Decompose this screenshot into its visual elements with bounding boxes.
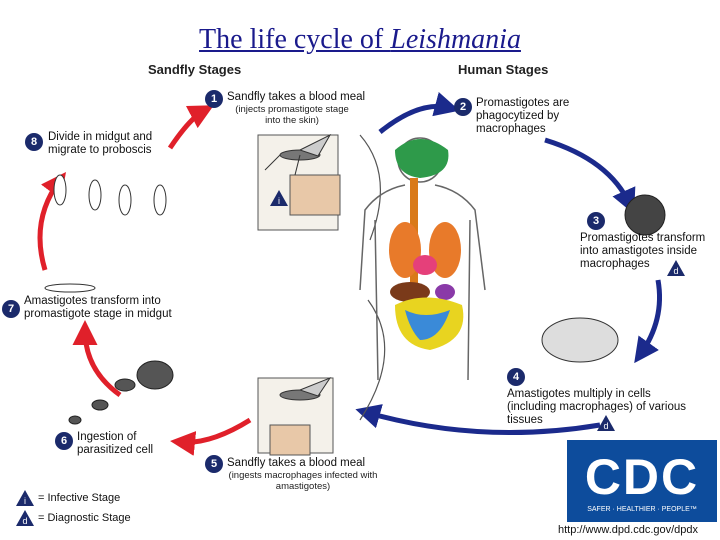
stage-3-number: 3: [587, 212, 605, 230]
stage-7-number: 7: [2, 300, 20, 318]
infective-icon: i: [16, 490, 34, 506]
promastigotes-8: [53, 174, 167, 216]
legend-infective-label: = Infective Stage: [38, 492, 121, 504]
legend-diagnostic: d = Diagnostic Stage: [16, 510, 131, 526]
macrophage-3: [624, 194, 666, 236]
stage-5-sub: (ingests macrophages infected with amast…: [228, 470, 378, 492]
svg-text:d: d: [673, 266, 678, 276]
cdc-tagline: SAFER · HEALTHIER · PEOPLE™: [587, 506, 697, 513]
sandfly-stages-header: Sandfly Stages: [148, 62, 242, 77]
diagnostic-badge-stage3: d: [667, 260, 685, 276]
stage1-inset-zoom: [289, 174, 341, 216]
stage5-inset-zoom: [269, 424, 311, 456]
stage-1-number: 1: [205, 90, 223, 108]
diagnostic-icon: d: [16, 510, 34, 526]
stage-4-text: Amastigotes multiply in cells (including…: [507, 388, 686, 426]
stage-5-text: Sandfly takes a blood meal: [227, 457, 366, 469]
stage-4-number: 4: [507, 368, 525, 386]
stage-8-number: 8: [25, 133, 43, 151]
stage-8-text: Divide in midgut and migrate to probosci…: [48, 131, 153, 156]
infected-tissue-4: [541, 317, 619, 363]
cdc-logo-text: CDC: [584, 449, 700, 505]
cdc-url: http://www.dpd.cdc.gov/dpdx: [558, 524, 699, 536]
arrow-3-to-4: [634, 279, 663, 364]
cdc-logo: CDC SAFER · HEALTHIER · PEOPLE™: [567, 440, 717, 522]
page-title: The life cycle of Leishmania: [199, 24, 521, 55]
stage-1-sub: (injects promastigote stage into the ski…: [235, 104, 349, 126]
parasitized-cells-6: [68, 360, 174, 425]
sandfly-5: [279, 376, 332, 401]
svg-text:i: i: [278, 196, 280, 206]
svg-text:i: i: [24, 496, 26, 506]
arrow-to-skin: [359, 134, 381, 241]
stage-7-text: Amastigotes transform into promastigote …: [24, 295, 172, 320]
svg-text:d: d: [22, 516, 27, 526]
human-organs: [389, 139, 464, 350]
arrow-6-to-7: [72, 320, 122, 398]
stage-3-text: Promastigotes transform into amastigotes…: [580, 232, 706, 270]
svg-text:d: d: [603, 421, 608, 431]
stage-6-text: Ingestion of parasitized cell: [77, 431, 154, 456]
sandfly-1: [264, 133, 332, 176]
stage-6-number: 6: [55, 432, 73, 450]
legend-infective: i = Infective Stage: [16, 490, 120, 506]
arrow-8-to-1: [167, 105, 214, 150]
human-stages-header: Human Stages: [458, 62, 549, 77]
arrow-from-skin: [359, 299, 386, 421]
arrow-5-to-6: [170, 417, 252, 456]
stage-2-number: 2: [454, 98, 472, 116]
arrow-2-to-3: [544, 137, 636, 215]
infective-badge-stage1: i: [270, 190, 288, 206]
stage-5-number: 5: [205, 455, 223, 473]
stage-2-text: Promastigotes are phagocytized by macrop…: [476, 97, 570, 135]
stage-1-text: Sandfly takes a blood meal: [227, 91, 366, 103]
arrow-4-to-5: [355, 404, 601, 436]
diagnostic-badge-stage4: d: [597, 415, 615, 431]
arrow-1-to-2: [378, 92, 460, 134]
legend-diagnostic-label: = Diagnostic Stage: [38, 512, 131, 524]
promastigote-7: [44, 283, 96, 293]
